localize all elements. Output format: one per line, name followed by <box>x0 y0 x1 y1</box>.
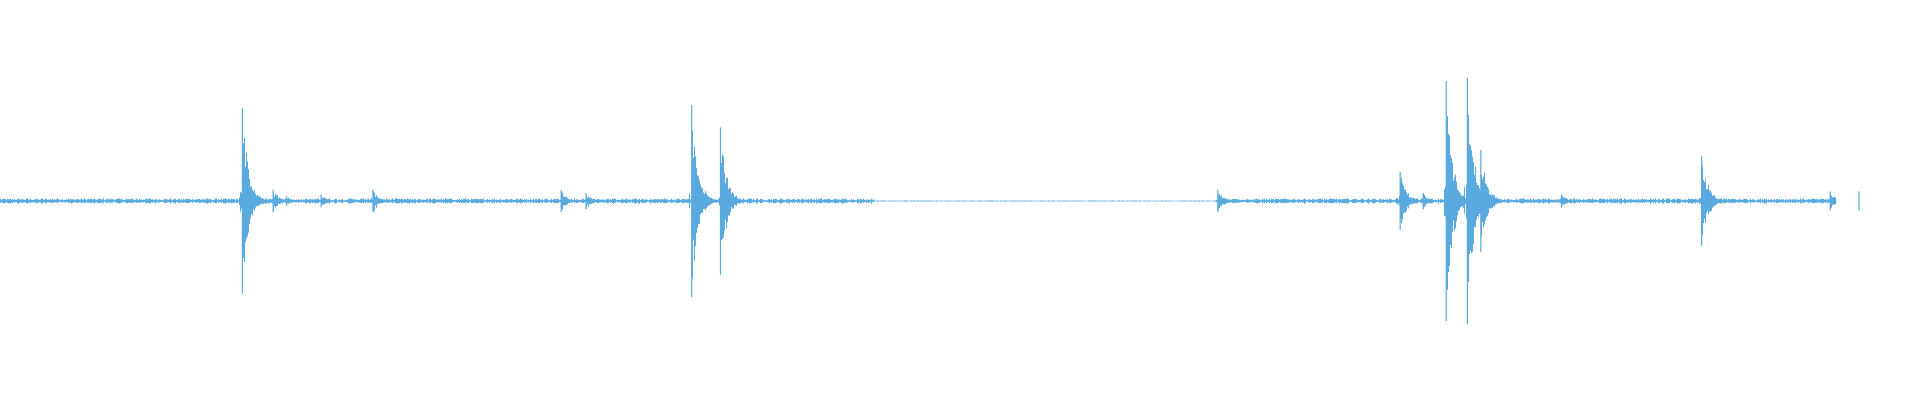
waveform-signal <box>0 114 1836 290</box>
